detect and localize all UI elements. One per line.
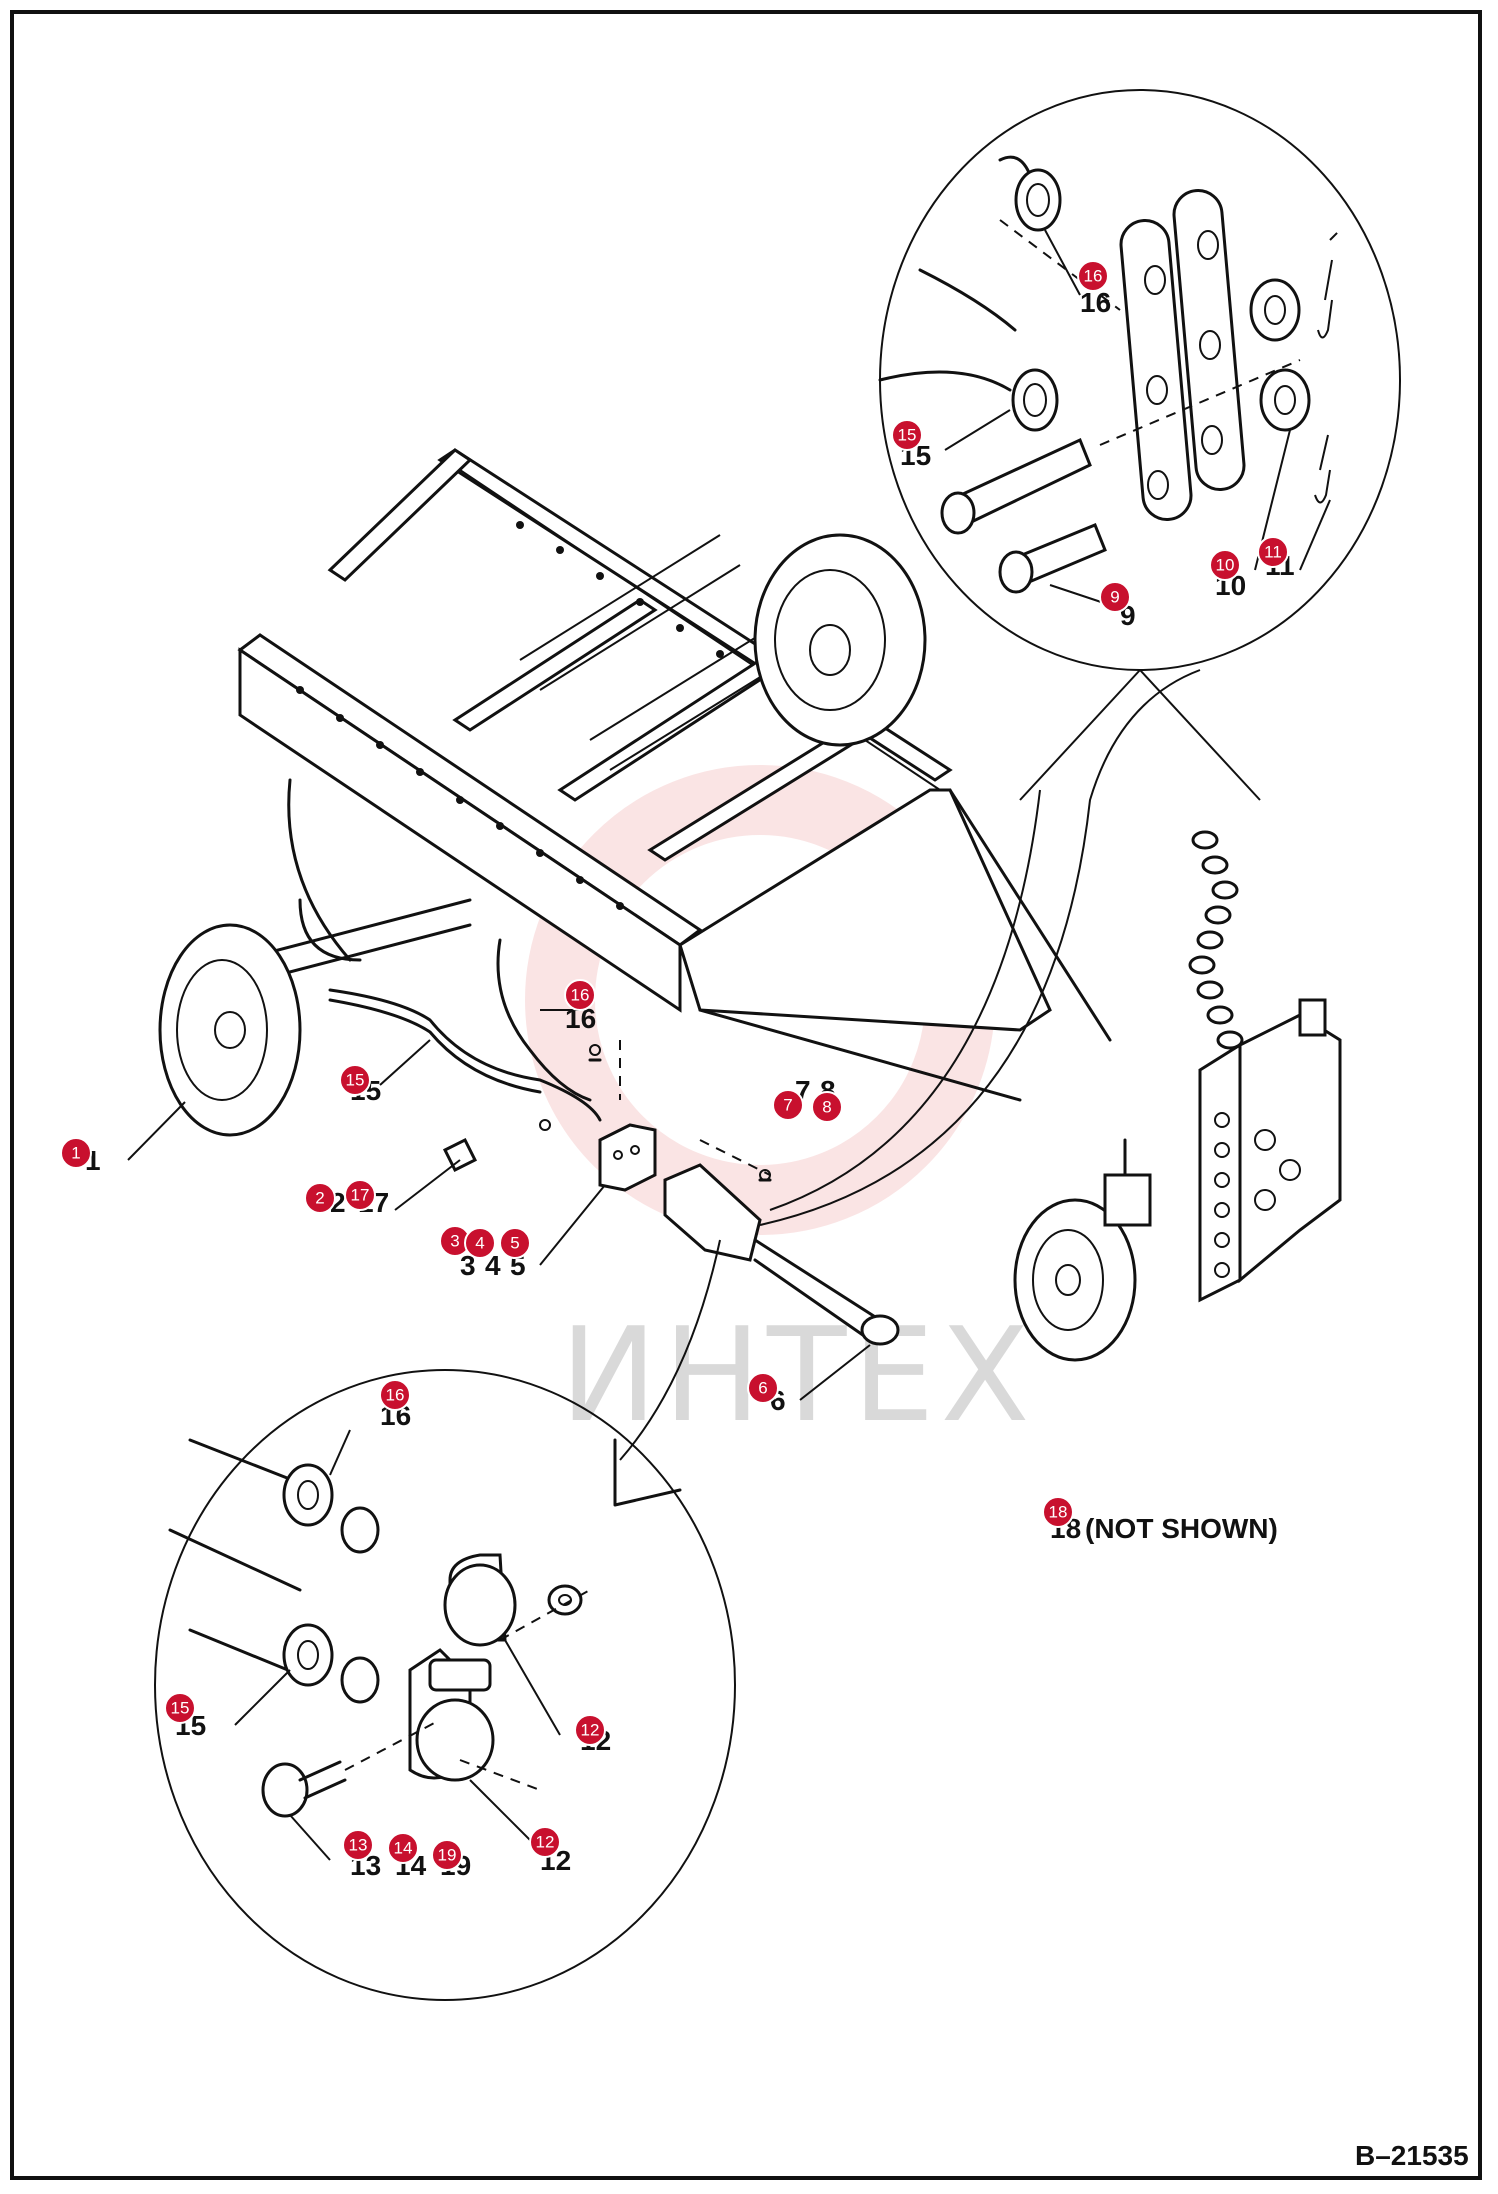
caster-wheel <box>1013 1138 1152 1362</box>
callout-11: 11 <box>1257 536 1289 568</box>
callout-17: 17 <box>344 1179 376 1211</box>
svg-text:12: 12 <box>581 1721 600 1740</box>
label-3: 3 <box>460 1250 476 1281</box>
callout-1: 1 <box>60 1137 92 1169</box>
svg-text:1: 1 <box>71 1144 80 1163</box>
leader-lines <box>127 229 1331 1861</box>
callout-6: 6 <box>747 1372 779 1404</box>
callout-16-upper: 16 <box>1077 260 1109 292</box>
jack-post <box>1198 998 1342 1303</box>
callout-13: 13 <box>342 1829 374 1861</box>
callout-15-lower: 15 <box>164 1692 196 1724</box>
svg-text:5: 5 <box>510 1234 519 1253</box>
svg-text:14: 14 <box>394 1839 413 1858</box>
svg-text:16: 16 <box>571 986 590 1005</box>
clevis-lower <box>408 1648 495 1782</box>
svg-text:3: 3 <box>450 1232 459 1251</box>
svg-text:15: 15 <box>346 1071 365 1090</box>
svg-text:10: 10 <box>1216 556 1235 575</box>
svg-text:17: 17 <box>351 1186 370 1205</box>
svg-text:16: 16 <box>386 1386 405 1405</box>
svg-text:18: 18 <box>1049 1503 1068 1522</box>
svg-text:19: 19 <box>438 1846 457 1865</box>
svg-text:2: 2 <box>315 1189 324 1208</box>
pin-upper <box>940 437 1092 535</box>
callout-18: 18 <box>1042 1496 1074 1528</box>
bolt <box>261 1760 347 1818</box>
detail-circle-upper <box>759 89 1401 1226</box>
callout-12-b: 12 <box>529 1826 561 1858</box>
detail-circle-lower <box>154 1239 736 2001</box>
svg-text:13: 13 <box>349 1836 368 1855</box>
callout-19: 19 <box>431 1839 463 1871</box>
callout-10: 10 <box>1209 549 1241 581</box>
callout-15: 15 <box>339 1064 371 1096</box>
safety-chain <box>1188 830 1244 1050</box>
callout-9: 9 <box>1099 581 1131 613</box>
drawing-number: B–21535 <box>1355 2140 1469 2171</box>
not-shown-note: (NOT SHOWN) <box>1085 1513 1278 1544</box>
callout-16-lower: 16 <box>379 1379 411 1411</box>
callout-12-a: 12 <box>574 1714 606 1746</box>
callout-badges: 1 2 17 3 4 5 6 7 8 15 16 16 15 9 10 11 1… <box>60 260 1289 1871</box>
label-4: 4 <box>485 1250 501 1281</box>
wheel-left <box>158 923 302 1137</box>
svg-text:15: 15 <box>898 426 917 445</box>
watermark-text: ИНТЕХ <box>560 1299 1036 1451</box>
callout-2: 2 <box>304 1182 336 1214</box>
wiring-harness <box>328 938 602 1122</box>
svg-text:12: 12 <box>536 1833 555 1852</box>
svg-text:4: 4 <box>475 1234 484 1253</box>
pin-lower <box>998 523 1107 594</box>
wheel-right-rear <box>753 533 927 747</box>
svg-text:15: 15 <box>171 1699 190 1718</box>
callout-4: 4 <box>464 1227 496 1259</box>
light-bracket <box>442 1123 657 1192</box>
svg-text:7: 7 <box>783 1096 792 1115</box>
callout-14: 14 <box>387 1832 419 1864</box>
svg-text:11: 11 <box>1264 543 1282 562</box>
callout-7: 7 <box>772 1089 804 1121</box>
svg-text:16: 16 <box>1084 267 1103 286</box>
svg-text:8: 8 <box>822 1098 831 1117</box>
trailer-frame <box>237 448 1112 1102</box>
hitch-tongue <box>663 1163 900 1346</box>
callout-8: 8 <box>811 1091 843 1123</box>
callout-5: 5 <box>499 1227 531 1259</box>
fasteners <box>539 1040 772 1182</box>
callout-16: 16 <box>564 979 596 1011</box>
callout-15-upper: 15 <box>891 419 923 451</box>
svg-text:6: 6 <box>758 1379 767 1398</box>
label-16-upper: 16 <box>1080 287 1111 318</box>
clevis-upper <box>443 1553 517 1647</box>
drawing-frame <box>10 10 1482 2180</box>
svg-text:9: 9 <box>1110 588 1119 607</box>
